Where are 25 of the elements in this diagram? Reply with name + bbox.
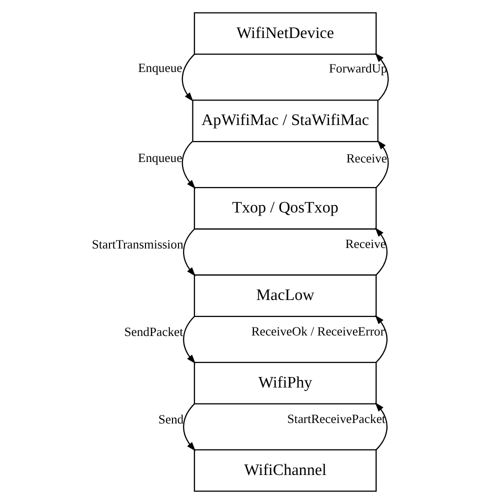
edge-label: Enqueue (138, 60, 182, 75)
node-box: WifiPhy (194, 362, 377, 404)
edge-label: Receive (346, 152, 388, 166)
arrow (183, 316, 196, 364)
arrow (376, 140, 389, 188)
arrow (375, 402, 388, 450)
node-box: WifiChannel (194, 449, 377, 492)
node-box: ApWifiMac / StaWifiMac (192, 100, 378, 142)
arrow (374, 52, 389, 101)
edge-label: ReceiveOk / ReceiveError (251, 324, 385, 338)
edge-label: StartReceivePacket (287, 412, 386, 426)
edge-label: Send (158, 412, 184, 426)
node-box: MacLow (194, 274, 377, 317)
arrow (183, 403, 196, 452)
node-box: Txop / QosTxop (194, 187, 377, 230)
arrow (375, 228, 388, 276)
arrow (375, 315, 388, 363)
edge-label: Receive (345, 237, 386, 252)
arrow (183, 228, 196, 276)
edge-label: SendPacket (124, 324, 184, 339)
arrow (182, 54, 195, 102)
edge-label: Enqueue (138, 151, 182, 166)
node-box: WifiNetDevice (194, 12, 377, 55)
edge-label: StartTransmission (92, 238, 184, 252)
arrow (182, 141, 196, 189)
